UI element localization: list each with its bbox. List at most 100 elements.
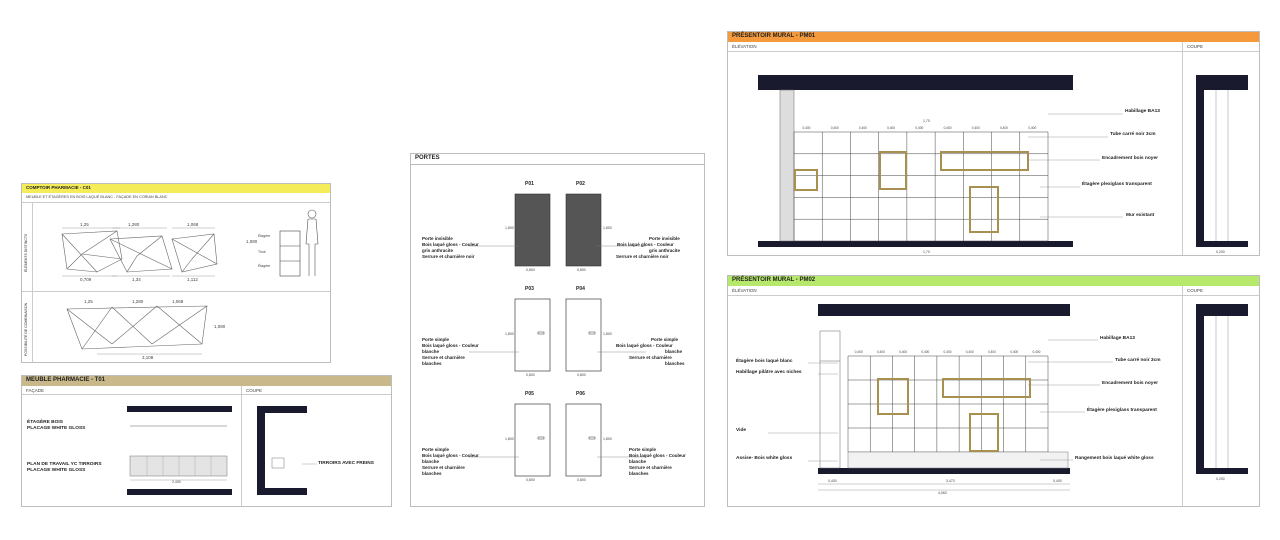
door-p02-width: 0,800 <box>577 268 586 272</box>
pm02-leaders <box>768 339 1113 462</box>
meuble-panel: MEUBLE PHARMACIE - T01 FAÇADE COUPE ÉTAG… <box>21 375 392 507</box>
pm01-dim-6: 0,400 <box>943 126 952 130</box>
comptoir-element-3 <box>171 233 218 273</box>
door-p01-code: P01 <box>525 181 534 187</box>
pm01-label-3: Encadrement bois noyer <box>1102 156 1158 161</box>
comptoir-dim-combo-2: 1,280 <box>132 299 144 304</box>
door-p05-height: 1,800 <box>505 437 514 441</box>
meuble-label-plan-1: PLAN DE TRAVAIL YC TIRROIRS <box>27 462 102 467</box>
door-p03-desc-4: Serrure et charnière <box>422 355 465 360</box>
comptoir-dim-combo-3: 1,068 <box>172 299 184 304</box>
comptoir-side-label-a: Étagère <box>258 234 271 238</box>
pm01-frame-2 <box>879 151 907 190</box>
pm01-label-5: Mur existant <box>1126 213 1155 218</box>
pm02-panel: PRÉSENTOIR MURAL - PM02 ÉLÉVATION COUPE … <box>727 275 1260 507</box>
comptoir-title: COMPTOIR PHARMACIE - C01 <box>22 184 330 193</box>
pm01-tube-grid <box>793 131 1049 242</box>
portes-panel: PORTES P01 P02 P03 P04 P05 P06 Porte inv… <box>410 153 705 507</box>
pm01-dim-1: 0,400 <box>802 126 811 130</box>
door-p01-width: 0,800 <box>526 268 535 272</box>
door-p01-shape <box>514 193 551 267</box>
door-p06-shape <box>565 403 602 477</box>
meuble-label-tiroirs: TIRROIRS AVEC FREINS <box>318 461 374 466</box>
meuble-facade-label: FAÇADE <box>26 388 45 393</box>
pm02-ceiling <box>818 304 1070 316</box>
comptoir-dim-combo-height: 1,080 <box>214 324 226 329</box>
meuble-dim-width: 2,400 <box>172 480 181 484</box>
meuble-drawing <box>127 406 317 495</box>
door-p04-desc-1: Porte simple <box>651 337 679 342</box>
meuble-label-plan-2: PLACAGE WHITE GLOSS <box>27 468 86 473</box>
door-p05-width: 0,800 <box>526 478 535 482</box>
door-p02-desc-2: Bois laqué gloss - Couleur <box>617 242 674 247</box>
pm01-frame-4 <box>969 186 999 233</box>
door-p01-desc-4: Serrure et charnière noir <box>422 254 475 259</box>
pm02-coupe-label: COUPE <box>1187 288 1204 293</box>
meuble-label-etagere-1: ÉTAGÈRE BOIS <box>27 420 63 425</box>
pm02-left-label-1: Étagère bois laqué blanc <box>736 359 793 364</box>
door-p04-desc-2: Bois laqué gloss - Couleur <box>616 343 673 348</box>
door-p01-desc-2: Bois laqué gloss - Couleur <box>422 242 479 247</box>
pm01-label-4: Étagère plexiglass transparent <box>1082 182 1152 187</box>
comptoir-drawing <box>61 209 319 355</box>
pm01-coupe-shape <box>1196 75 1248 247</box>
pm02-dim-4: 0,400 <box>921 350 930 354</box>
pm01-elevation-label: ÉLÉVATION <box>732 44 757 49</box>
pm01-ceiling <box>758 75 1073 90</box>
door-p06-height: 1,800 <box>603 437 612 441</box>
door-p02-desc-1: Porte invisible <box>649 236 680 241</box>
door-p04-code: P04 <box>576 286 585 292</box>
door-p06-width: 0,800 <box>577 478 586 482</box>
pm02-dim-bottom-2: 3,473 <box>946 479 955 483</box>
door-p02-desc-3: gris anthracite <box>649 248 681 253</box>
door-p03-width: 0,800 <box>526 373 535 377</box>
meuble-worktop <box>129 455 228 477</box>
human-silhouette <box>305 209 319 276</box>
comptoir-dim-bottom-2: 1,34 <box>132 277 141 282</box>
pm01-floor <box>758 241 1073 247</box>
door-p04-desc-5: blanches <box>665 361 685 366</box>
door-p03-code: P03 <box>525 286 534 292</box>
door-p06-desc-5: blanches <box>629 471 649 476</box>
pm02-right-label-3: Encadrement bois noyer <box>1102 381 1158 386</box>
pm02-dim-2: 0,400 <box>876 350 885 354</box>
pm02-dim-3: 0,400 <box>899 350 908 354</box>
door-p01-desc-3: gris anthracite <box>422 248 454 253</box>
pm02-frame-1 <box>877 378 909 415</box>
pm02-left-label-2: Habillage pilâtre avec niches <box>736 370 802 375</box>
pm01-panel: PRÉSENTOIR MURAL - PM01 ÉLÉVATION COUPE … <box>727 31 1260 256</box>
pm02-right-label-1: Habillage BA13 <box>1100 336 1135 341</box>
door-p05-desc-4: Serrure et charnière <box>422 465 465 470</box>
pm01-dim-2: 0,400 <box>830 126 839 130</box>
door-p05-code: P05 <box>525 391 534 397</box>
comptoir-combination <box>66 305 208 350</box>
door-p03-desc-2: Bois laqué gloss - Couleur <box>422 343 479 348</box>
pm02-elevation-label: ÉLÉVATION <box>732 288 757 293</box>
pm02-dim-9: 0,400 <box>1032 350 1041 354</box>
pm02-dim-bottom-3: 0,400 <box>1053 479 1062 483</box>
pm02-storage <box>847 451 1069 469</box>
door-p05-desc-5: blanches <box>422 471 442 476</box>
pm01-dim-4: 0,400 <box>887 126 896 130</box>
pm02-coupe-shape <box>1196 304 1248 474</box>
comptoir-dim-top-1: 1,25 <box>80 222 89 227</box>
door-p04-desc-4: Serrure et charnière <box>629 355 672 360</box>
pm02-frame-3 <box>969 413 999 452</box>
comptoir-dim-bottom-1: 0,709 <box>80 277 92 282</box>
pm01-label-2: Tube carré noir 3cm <box>1110 132 1156 137</box>
pm01-drawing <box>758 75 1248 247</box>
comptoir-subtitle: MEUBLE ET ÉTAGÈRES EN BOIS LAQUÉ BLANC -… <box>26 195 168 199</box>
comptoir-side-label-c: Étagère <box>258 264 271 268</box>
door-p05-desc-3: blanche <box>422 459 440 464</box>
door-p03-height: 1,800 <box>505 332 514 336</box>
pm02-dim-8: 0,400 <box>1010 350 1019 354</box>
door-p01-height: 1,800 <box>505 226 514 230</box>
pm02-dim-6: 0,400 <box>965 350 974 354</box>
comptoir-element-2 <box>109 235 173 273</box>
door-p03-desc-3: blanche <box>422 349 440 354</box>
door-p06-code: P06 <box>576 391 585 397</box>
pm02-bottom-dims <box>818 483 1070 491</box>
comptoir-dim-bottom-3: 1,112 <box>187 277 198 282</box>
meuble-bottom-band <box>127 489 232 495</box>
comptoir-dim-height: 1,080 <box>246 239 258 244</box>
